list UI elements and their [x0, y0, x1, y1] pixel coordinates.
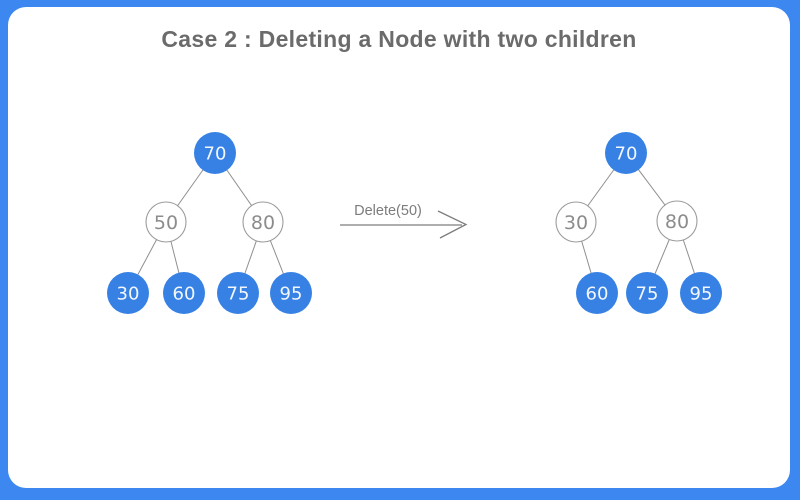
node-value: 30	[117, 284, 140, 305]
node-value: 60	[586, 284, 609, 305]
node-circle	[555, 201, 597, 243]
node-circle	[680, 272, 722, 314]
before-node-60: 60	[163, 272, 205, 314]
content-panel: Case 2 : Deleting a Node with two childr…	[8, 7, 790, 488]
after-node-75: 75	[626, 272, 668, 314]
node-circle	[194, 132, 236, 174]
before-node-30: 30	[107, 272, 149, 314]
node-circle	[656, 200, 698, 242]
before-node-75: 75	[217, 272, 259, 314]
node-circle	[576, 272, 618, 314]
node-value: 50	[154, 212, 178, 234]
delete-operation-arrow: Delete(50)	[340, 203, 468, 239]
node-value: 75	[227, 284, 250, 305]
arrow-head-icon	[437, 210, 468, 239]
node-circle	[626, 272, 668, 314]
after-tree: 70 30 80 60 75 95	[555, 132, 722, 314]
node-circle	[605, 132, 647, 174]
before-node-50: 50	[145, 201, 187, 243]
node-value: 70	[204, 144, 227, 165]
before-tree: 70 50 80 30 60 75 95	[107, 132, 312, 314]
node-value: 30	[564, 212, 588, 234]
after-node-70: 70	[605, 132, 647, 174]
after-node-30: 30	[555, 201, 597, 243]
node-circle	[107, 272, 149, 314]
before-node-80: 80	[242, 201, 284, 243]
after-node-60: 60	[576, 272, 618, 314]
node-value: 95	[690, 284, 713, 305]
node-value: 80	[251, 212, 275, 234]
node-value: 95	[280, 284, 303, 305]
node-circle	[163, 272, 205, 314]
node-value: 75	[636, 284, 659, 305]
node-circle	[217, 272, 259, 314]
page-title: Case 2 : Deleting a Node with two childr…	[161, 26, 637, 52]
after-node-95: 95	[680, 272, 722, 314]
before-node-70: 70	[194, 132, 236, 174]
node-value: 60	[173, 284, 196, 305]
arrow-label: Delete(50)	[354, 203, 422, 219]
node-circle	[270, 272, 312, 314]
node-circle	[145, 201, 187, 243]
node-value: 70	[615, 144, 638, 165]
node-circle	[242, 201, 284, 243]
after-node-80: 80	[656, 200, 698, 242]
before-node-95: 95	[270, 272, 312, 314]
node-value: 80	[665, 211, 689, 233]
